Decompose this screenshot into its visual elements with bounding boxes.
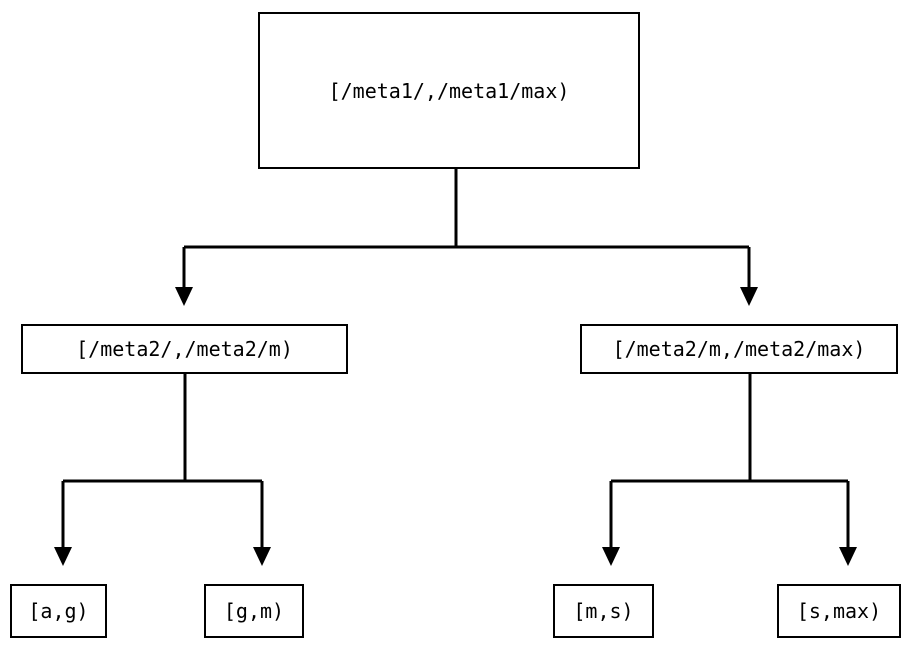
- arrowhead-mid-left-to-leaf-gm: [253, 547, 271, 566]
- arrowhead-root-to-mid-right: [740, 287, 758, 306]
- tree-node-leaf-smax[interactable]: [s,max): [777, 584, 901, 638]
- tree-node-leaf-ms[interactable]: [m,s): [553, 584, 654, 638]
- tree-node-mid-right-label: [/meta2/m,/meta2/max): [612, 337, 866, 361]
- tree-node-root-label: [/meta1/,/meta1/max): [328, 78, 570, 103]
- arrowhead-root-to-mid-left: [175, 287, 193, 306]
- tree-node-root[interactable]: [/meta1/,/meta1/max): [258, 12, 640, 169]
- tree-node-leaf-gm-label: [g,m): [223, 599, 285, 623]
- arrowhead-mid-left-to-leaf-ag: [54, 547, 72, 566]
- tree-node-leaf-gm[interactable]: [g,m): [204, 584, 304, 638]
- tree-node-leaf-ag-label: [a,g): [28, 599, 89, 623]
- arrowhead-mid-right-to-leaf-ms: [602, 547, 620, 566]
- tree-node-mid-left[interactable]: [/meta2/,/meta2/m): [21, 324, 348, 374]
- tree-node-mid-right[interactable]: [/meta2/m,/meta2/max): [580, 324, 898, 374]
- tree-node-leaf-ms-label: [m,s): [573, 599, 634, 623]
- tree-node-leaf-ag[interactable]: [a,g): [10, 584, 107, 638]
- arrowhead-mid-right-to-leaf-smax: [839, 547, 857, 566]
- tree-node-leaf-smax-label: [s,max): [796, 599, 882, 623]
- tree-node-mid-left-label: [/meta2/,/meta2/m): [76, 337, 293, 361]
